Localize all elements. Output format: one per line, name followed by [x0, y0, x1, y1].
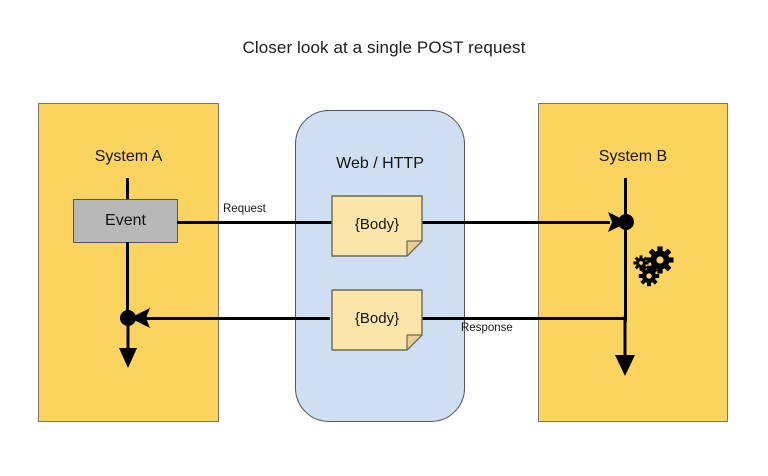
lifeline-arrow-system-a-down: [119, 318, 137, 368]
request-line-right: [410, 221, 610, 224]
lane-web-http: Web / HTTP: [295, 110, 465, 422]
lifeline-system-a-mid: [126, 242, 129, 320]
event-box: Event: [73, 199, 178, 243]
response-line-left: [140, 317, 330, 320]
lane-label-web-http: Web / HTTP: [336, 155, 424, 172]
lifeline-system-a-top: [126, 178, 129, 202]
note-shape-response: [331, 289, 423, 351]
lifeline-system-b-top: [624, 178, 627, 216]
request-line-left: [177, 221, 352, 224]
edge-label-request: Request: [223, 203, 266, 215]
lane-system-b: System B: [538, 103, 728, 422]
gears-icon: [633, 246, 674, 287]
note-request-body: {Body}: [331, 195, 423, 257]
event-box-label: Event: [105, 212, 146, 229]
lifeline-system-b-mid: [624, 228, 627, 322]
note-response-body-label: {Body}: [354, 309, 400, 327]
lifeline-arrow-system-b-down: [615, 316, 635, 376]
request-arrowhead: [608, 212, 628, 232]
page-title: Closer look at a single POST request: [242, 38, 526, 57]
response-arrowhead: [130, 308, 150, 328]
response-line-right: [334, 317, 624, 320]
lane-label-system-a: System A: [94, 148, 163, 165]
note-shape-request: [331, 195, 423, 257]
lane-label-system-b: System B: [598, 148, 668, 165]
note-request-body-label: {Body}: [354, 215, 400, 233]
note-response-body: {Body}: [331, 289, 423, 351]
edge-label-response: Response: [461, 322, 513, 334]
